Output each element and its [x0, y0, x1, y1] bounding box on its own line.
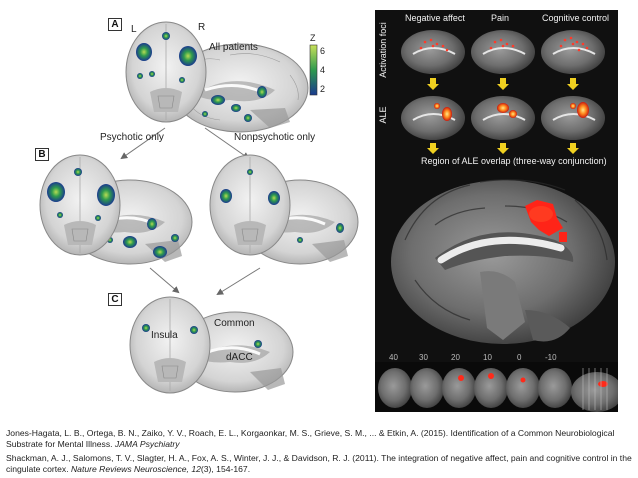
- colorbar-tick-6: 6: [320, 46, 326, 56]
- ale-thumbnails: [401, 96, 605, 140]
- insula-label: Insula: [151, 330, 178, 341]
- left-figure-art: [39, 21, 359, 394]
- all-patients-label: All patients: [209, 42, 258, 53]
- slice-tick: 20: [451, 353, 460, 362]
- slice-tick: 0: [517, 353, 522, 362]
- right-figure: Negative affect Pain Cognitive control A…: [375, 10, 618, 412]
- axial-brain-b-right: [209, 154, 291, 256]
- reference-2-text: Shackman, A. J., Salomons, T. V., Slagte…: [6, 453, 632, 474]
- coronal-slice-strip: [375, 362, 618, 412]
- dacc-label: dACC: [226, 352, 253, 363]
- slice-tick: 30: [419, 353, 428, 362]
- slice-tick: -10: [545, 353, 557, 362]
- panel-label-a: A: [108, 18, 122, 31]
- slice-tick: 40: [389, 353, 398, 362]
- row-label-activation-foci: Activation foci: [378, 22, 388, 78]
- panel-label-c: C: [108, 293, 122, 306]
- axial-brain-c: [129, 296, 211, 394]
- large-sagittal-brain: [391, 179, 615, 344]
- reference-2-journal: Nature Reviews Neuroscience, 12: [70, 463, 201, 474]
- reference-1: Jones-Hagata, L. B., Ortega, B. N., Zaik…: [6, 428, 634, 449]
- left-hemisphere-label: L: [131, 24, 137, 35]
- activation-foci-thumbnails: [401, 30, 605, 74]
- axial-brain-b-left: [39, 154, 121, 256]
- reference-1-journal: JAMA Psychiatry: [114, 438, 180, 449]
- axial-brain-a: [125, 21, 207, 123]
- references: Jones-Hagata, L. B., Ortega, B. N., Zaik…: [6, 428, 634, 478]
- right-figure-art: [375, 30, 618, 412]
- psychotic-only-label: Psychotic only: [100, 132, 164, 143]
- column-negative-affect: Negative affect: [405, 13, 465, 23]
- column-cognitive-control: Cognitive control: [542, 13, 610, 23]
- row-label-ale: ALE: [378, 106, 388, 124]
- left-figure: A L R All patients Z 6 4 2 Psychotic onl…: [0, 0, 370, 410]
- panel-label-b: B: [35, 148, 49, 161]
- reference-2-tail: (3), 154-167.: [200, 463, 251, 474]
- reference-1-text: Jones-Hagata, L. B., Ortega, B. N., Zaik…: [6, 428, 615, 449]
- nonpsychotic-only-label: Nonpsychotic only: [234, 132, 316, 143]
- colorbar: [309, 44, 318, 96]
- column-pain: Pain: [491, 13, 510, 23]
- right-hemisphere-label: R: [198, 22, 206, 33]
- reference-2: Shackman, A. J., Salomons, T. V., Slagte…: [6, 453, 634, 474]
- colorbar-title: Z: [310, 33, 316, 43]
- overlap-label: Region of ALE overlap (three-way conjunc…: [421, 156, 607, 166]
- colorbar-tick-2: 2: [320, 84, 326, 94]
- colorbar-tick-4: 4: [320, 65, 326, 75]
- slice-tick: 10: [483, 353, 492, 362]
- common-label: Common: [214, 318, 255, 329]
